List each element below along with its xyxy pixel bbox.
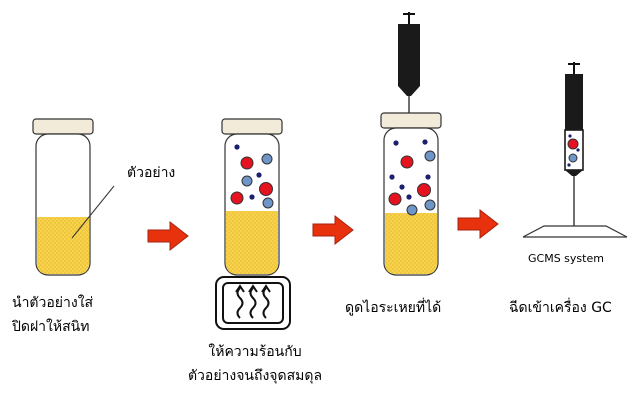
label-step1-line1: นำตัวอย่างใส่ bbox=[12, 295, 94, 311]
vial-3-molecules bbox=[388, 139, 436, 216]
syringe-2 bbox=[564, 62, 584, 226]
vial-1-cap bbox=[32, 118, 94, 135]
label-step2-line1: ให้ความร้อนกับ bbox=[208, 344, 302, 360]
sample-pointer-line bbox=[71, 185, 115, 239]
vial-2 bbox=[221, 118, 283, 276]
vial-3-sample bbox=[385, 213, 437, 274]
label-step3: ดูดไอระเหยที่ได้ bbox=[345, 300, 442, 316]
arrow-3 bbox=[457, 208, 499, 240]
gcms-inlet bbox=[522, 225, 628, 238]
label-step2-line2: ตัวอย่างจนถึงจุดสมดุล bbox=[187, 368, 323, 384]
vial-1 bbox=[32, 118, 115, 276]
arrow-1 bbox=[147, 220, 189, 252]
heater bbox=[215, 276, 291, 330]
vial-1-sample bbox=[37, 217, 89, 274]
vial-2-sample bbox=[226, 211, 278, 274]
gcms-injection bbox=[522, 62, 628, 238]
heat-waves-icon bbox=[235, 284, 271, 319]
label-step1-line2: ปิดฝาให้สนิท bbox=[12, 319, 90, 335]
vial-3 bbox=[380, 12, 442, 276]
label-sample: ตัวอย่าง bbox=[127, 165, 176, 181]
arrow-2 bbox=[312, 214, 354, 246]
label-step4: ฉีดเข้าเครื่อง GC bbox=[509, 300, 612, 316]
vial-2-molecules bbox=[230, 144, 274, 209]
vial-3-cap bbox=[380, 112, 442, 129]
label-gcms-system: GCMS system bbox=[528, 252, 604, 265]
vial-2-cap bbox=[221, 118, 283, 135]
